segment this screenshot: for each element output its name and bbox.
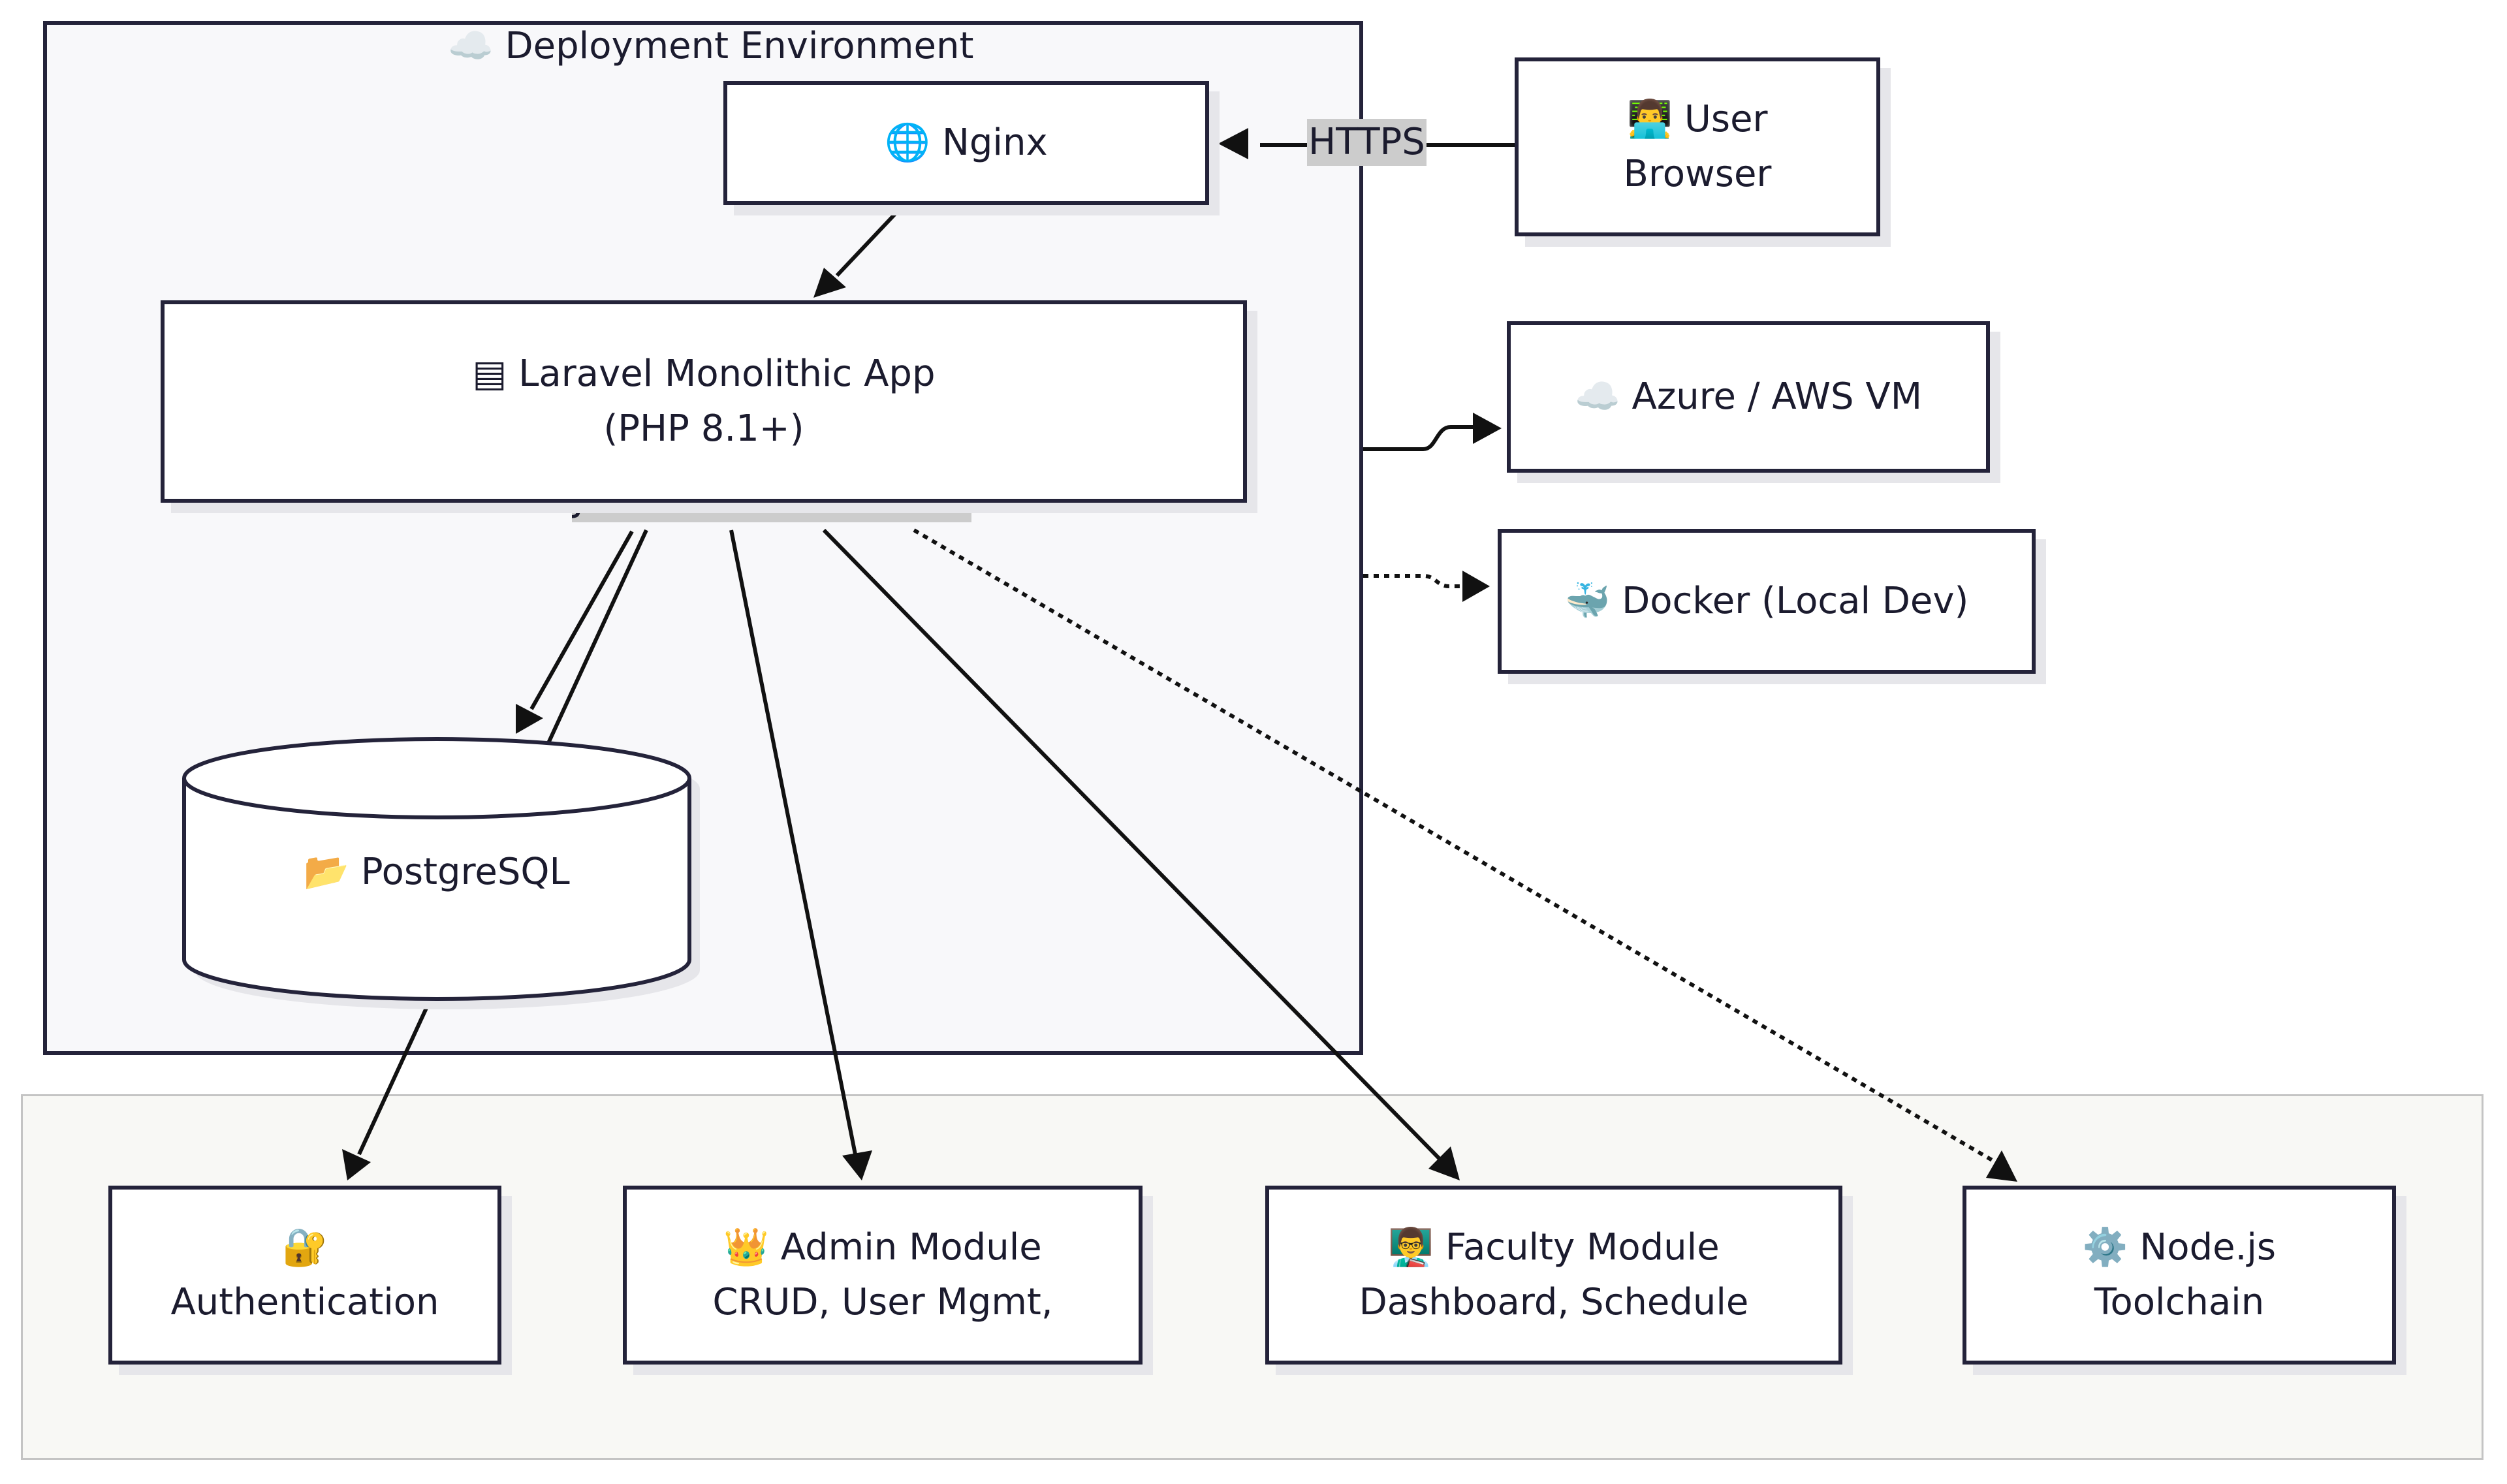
azure-vm-node[interactable]: ☁️ Azure / AWS VM — [1507, 321, 1990, 473]
admin-label-1: 👑 Admin Module — [723, 1226, 1042, 1269]
authentication-node[interactable]: 🔐 Authentication — [108, 1186, 501, 1365]
azure-label: ☁️ Azure / AWS VM — [1574, 375, 1923, 418]
postgres-label-1: 📂 PostgreSQL — [304, 851, 570, 893]
auth-label-1: 🔐 — [282, 1226, 328, 1269]
user-browser-label-2: Browser — [1623, 153, 1772, 195]
faculty-label-2: Dashboard, Schedule — [1359, 1281, 1749, 1323]
arrowhead-azure — [1473, 413, 1502, 444]
admin-label-2: CRUD, User Mgmt, — [712, 1281, 1053, 1323]
postgres-label-2: Database — [181, 900, 692, 910]
faculty-module-node[interactable]: 👨‍🏫 Faculty Module Dashboard, Schedule — [1265, 1186, 1842, 1365]
arrowhead-admin — [842, 1150, 872, 1180]
edge-to-azure — [1363, 425, 1477, 451]
nginx-label: 🌐 Nginx — [885, 121, 1048, 164]
user-browser-node[interactable]: 👨‍💻 User Browser — [1515, 57, 1880, 236]
deployment-environment-title: ☁️ Deployment Environment — [448, 25, 974, 67]
edge-laravel-to-nodejs — [913, 528, 1999, 1165]
admin-module-node[interactable]: 👑 Admin Module CRUD, User Mgmt, — [623, 1186, 1143, 1365]
user-browser-label-1: 👨‍💻 User — [1627, 98, 1768, 140]
docker-node[interactable]: 🐳 Docker (Local Dev) — [1498, 529, 2036, 674]
arrowhead-nodejs — [1986, 1150, 2017, 1182]
edge-laravel-to-faculty — [822, 528, 1442, 1161]
docker-label: 🐳 Docker (Local Dev) — [1564, 580, 1969, 622]
arrowhead-nginx — [1218, 128, 1248, 159]
database-cylinder-icon — [182, 737, 700, 1009]
arrowhead-auth — [342, 1149, 371, 1180]
faculty-label-1: 👨‍🏫 Faculty Module — [1388, 1226, 1720, 1269]
arrowhead-docker — [1462, 571, 1490, 602]
arrowhead-postgres — [516, 704, 543, 734]
nodejs-label-1: ⚙️ Node.js — [2082, 1226, 2277, 1269]
edge-laravel-to-admin — [729, 529, 857, 1155]
edge-laravel-to-postgres — [529, 530, 634, 710]
laravel-app-node[interactable]: ▤ Laravel Monolithic App (PHP 8.1+) — [161, 300, 1247, 503]
laravel-label-1: ▤ Laravel Monolithic App — [472, 353, 936, 395]
edge-to-docker — [1363, 574, 1465, 588]
auth-label-2: Authentication — [170, 1281, 439, 1323]
postgres-node[interactable]: 📂 PostgreSQL Database — [181, 735, 700, 1009]
edge-label-https: HTTPS — [1307, 119, 1427, 166]
arrowhead-laravel — [813, 268, 846, 298]
nginx-node[interactable]: 🌐 Nginx — [723, 81, 1209, 205]
nodejs-toolchain-node[interactable]: ⚙️ Node.js Toolchain — [1963, 1186, 2396, 1365]
nodejs-label-2: Toolchain — [2094, 1281, 2265, 1323]
arrowhead-faculty — [1428, 1146, 1460, 1180]
laravel-label-2: (PHP 8.1+) — [603, 407, 804, 450]
edge-nginx-to-laravel — [835, 203, 906, 277]
